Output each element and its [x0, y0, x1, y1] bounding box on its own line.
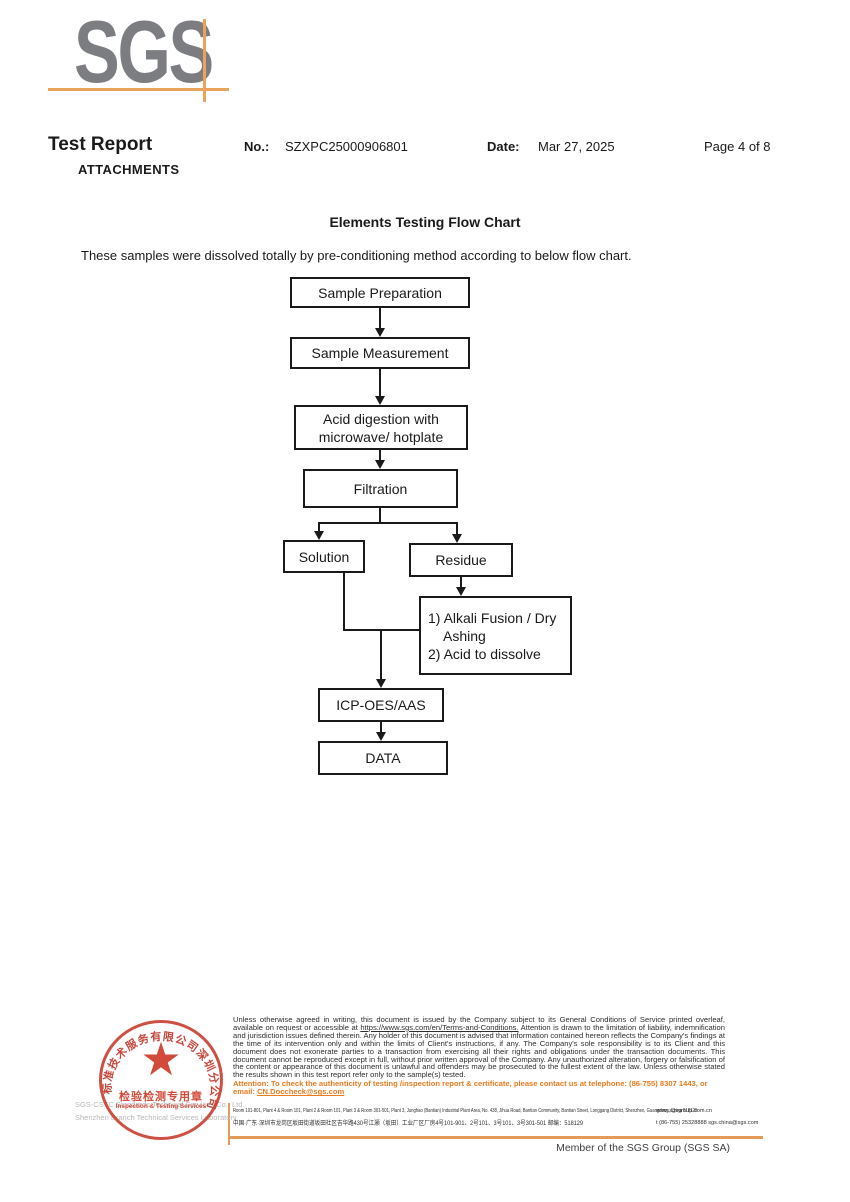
- flow-connector: [318, 522, 458, 524]
- sgs-logo: SGS: [74, 2, 214, 101]
- flow-arrowhead: [375, 396, 385, 405]
- stamp-en-label: Inspection & Testing Services: [115, 1103, 207, 1110]
- flow-connector: [456, 522, 458, 535]
- logo-vertical-line: [203, 19, 206, 102]
- footer-vertical-rule: [228, 1103, 230, 1145]
- acid-digestion-line1: Acid digestion with: [323, 410, 439, 427]
- flow-connector: [380, 722, 382, 733]
- report-no-value: SZXPC25000906801: [285, 139, 408, 154]
- doccheck-email-link[interactable]: CN.Doccheck@sgs.com: [257, 1087, 345, 1097]
- flow-connector: [379, 369, 381, 397]
- acid-digestion-line2: microwave/ hotplate: [318, 428, 444, 445]
- website-text: www.sgsgroup.com.cn: [656, 1107, 712, 1114]
- flow-arrowhead: [456, 587, 466, 596]
- flowchart-node-icp-oes-aas: ICP-OES/AAS: [318, 688, 444, 722]
- footer-horizontal-rule: [229, 1136, 763, 1139]
- legal-text-1: Unless otherwise agreed in writing, this…: [233, 1015, 725, 1032]
- footer-text-block: Unless otherwise agreed in writing, this…: [233, 1016, 764, 1130]
- inspection-stamp: 标准技术服务有限公司深圳分公司 ★ 检验检测专用章 Inspection & T…: [97, 1018, 225, 1142]
- flow-connector: [379, 508, 381, 524]
- attention-text: Attention: To check the authenticity of …: [233, 1079, 708, 1097]
- page-number: Page 4 of 8: [704, 139, 771, 154]
- terms-link[interactable]: https://www.sgs.com/en/Terms-and-Conditi…: [360, 1022, 519, 1032]
- flowchart-node-alkali-fusion: 1) Alkali Fusion / Dry Ashing 2) Acid to…: [419, 596, 572, 675]
- flow-connector: [318, 522, 320, 532]
- flow-arrowhead: [314, 531, 324, 540]
- report-date-value: Mar 27, 2025: [538, 139, 615, 154]
- flowchart-node-acid-digestion: Acid digestion with microwave/ hotplate: [294, 405, 468, 450]
- flow-connector: [379, 450, 381, 461]
- alkali-line1: 1) Alkali Fusion / Dry: [428, 609, 557, 626]
- stamp-cn-label: 检验检测专用章: [119, 1091, 203, 1103]
- member-text: Member of the SGS Group (SGS SA): [556, 1142, 730, 1154]
- flow-connector: [380, 629, 382, 680]
- flow-arrowhead: [375, 328, 385, 337]
- flow-connector: [460, 577, 462, 588]
- report-title: Test Report: [48, 134, 153, 155]
- logo-underline: [48, 88, 229, 91]
- alkali-line2: Ashing: [443, 627, 486, 644]
- flow-arrowhead: [452, 534, 462, 543]
- flowchart-node-filtration: Filtration: [303, 469, 458, 508]
- intro-text: These samples were dissolved totally by …: [81, 248, 632, 263]
- flow-arrowhead: [376, 732, 386, 741]
- attachments-heading: ATTACHMENTS: [78, 162, 180, 177]
- flow-arrowhead: [376, 679, 386, 688]
- report-date-label: Date:: [487, 139, 520, 154]
- flowchart-node-sample-preparation: Sample Preparation: [290, 277, 470, 308]
- flow-connector: [379, 308, 381, 329]
- stamp-circle: [99, 1020, 223, 1140]
- flow-arrowhead: [375, 460, 385, 469]
- flowchart-node-residue: Residue: [409, 543, 513, 577]
- contact-column: www.sgsgroup.com.cn t (86-755) 25328888 …: [656, 1105, 764, 1130]
- legal-paragraph: Unless otherwise agreed in writing, this…: [233, 1016, 725, 1079]
- flowchart-title: Elements Testing Flow Chart: [329, 214, 521, 230]
- flow-connector: [343, 573, 345, 631]
- flowchart-node-solution: Solution: [283, 540, 365, 573]
- address-chinese: 中国·广东·深圳市龙岗区坂田街道坂田社区吉华路430号江灏（坂田）工业厂区厂房4…: [233, 1119, 584, 1127]
- flowchart-node-data: DATA: [318, 741, 448, 775]
- legal-text-2: Attention is drawn to the limitation of …: [233, 1022, 725, 1080]
- star-icon: ★: [140, 1033, 182, 1085]
- address-english: Room 101-801, Plant 4 & Room 101, Plant …: [233, 1107, 698, 1114]
- tel-email-text: t (86-755) 25328888 sgs.china@sgs.com: [656, 1119, 759, 1126]
- alkali-line3: 2) Acid to dissolve: [428, 645, 541, 662]
- address-row: Room 101-801, Plant 4 & Room 101, Plant …: [233, 1105, 764, 1130]
- flowchart-node-sample-measurement: Sample Measurement: [290, 337, 470, 369]
- attention-paragraph: Attention: To check the authenticity of …: [233, 1079, 725, 1097]
- report-no-label: No.:: [244, 139, 270, 154]
- stamp-arc-svg: 标准技术服务有限公司深圳分公司: [100, 1029, 221, 1112]
